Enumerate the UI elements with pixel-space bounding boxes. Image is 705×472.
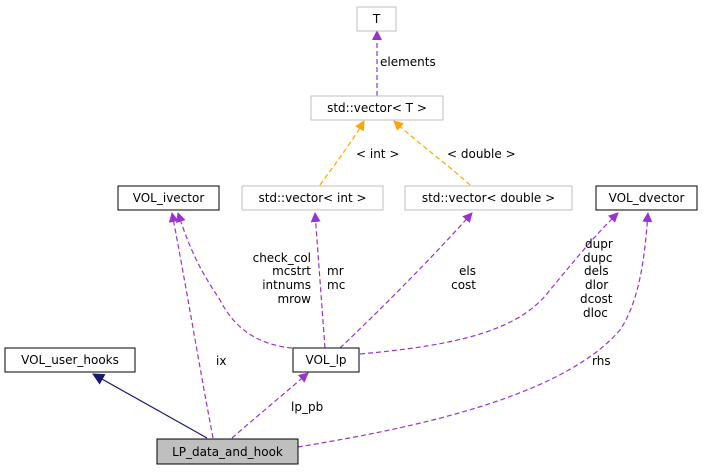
edge-template-int bbox=[319, 120, 365, 186]
edge-lp-ivector bbox=[176, 212, 293, 349]
edge-lp-vector-double bbox=[339, 212, 473, 349]
edge-ix bbox=[168, 212, 214, 439]
label-int: < int > bbox=[356, 147, 399, 161]
node-std-vector-double[interactable]: std::vector< double > bbox=[404, 185, 573, 211]
label-mc: mc bbox=[327, 278, 345, 292]
label-dupc: dupc bbox=[583, 251, 612, 265]
node-vol-dvector-label: VOL_dvector bbox=[609, 191, 685, 205]
node-std-vector-int[interactable]: std::vector< int > bbox=[241, 185, 384, 211]
edge-lp-dvector bbox=[359, 212, 619, 355]
node-vol-user-hooks-label: VOL_user_hooks bbox=[21, 353, 119, 367]
label-elements: elements bbox=[380, 55, 436, 69]
node-t-label: T bbox=[372, 12, 381, 26]
node-std-vector-t[interactable]: std::vector< T > bbox=[310, 95, 444, 121]
node-std-vector-double-label: std::vector< double > bbox=[422, 191, 555, 205]
label-mrow: mrow bbox=[277, 292, 311, 306]
node-vol-user-hooks[interactable]: VOL_user_hooks bbox=[4, 347, 136, 373]
label-double: < double > bbox=[447, 147, 516, 161]
label-check-col: check_col bbox=[253, 251, 311, 265]
label-cost: cost bbox=[451, 278, 476, 292]
label-dels: dels bbox=[584, 264, 609, 278]
node-std-vector-int-label: std::vector< int > bbox=[258, 191, 366, 205]
label-dupr: dupr bbox=[585, 237, 613, 251]
node-vol-lp[interactable]: VOL_lp bbox=[292, 347, 360, 373]
label-intnums: intnums bbox=[262, 278, 311, 292]
node-vol-ivector-label: VOL_ivector bbox=[133, 191, 205, 205]
label-mr: mr bbox=[327, 264, 344, 278]
edge-inheritance bbox=[92, 373, 208, 439]
edges bbox=[92, 30, 653, 448]
edge-labels: elements < int > < double > check_col mc… bbox=[216, 55, 613, 414]
node-lp-data-and-hook-label: LP_data_and_hook bbox=[172, 445, 283, 459]
label-mcstrt: mcstrt bbox=[272, 264, 311, 278]
node-t[interactable]: T bbox=[356, 6, 397, 32]
node-std-vector-t-label: std::vector< T > bbox=[327, 101, 427, 115]
edge-template-double bbox=[393, 120, 471, 186]
label-ix: ix bbox=[216, 354, 226, 368]
edge-lp-pb bbox=[231, 372, 309, 439]
edge-lp-vector-int bbox=[310, 212, 326, 349]
label-dloc: dloc bbox=[583, 306, 608, 320]
node-vol-dvector[interactable]: VOL_dvector bbox=[595, 185, 698, 211]
label-lp-pb: lp_pb bbox=[291, 400, 323, 414]
node-vol-lp-label: VOL_lp bbox=[305, 353, 346, 367]
label-dlor: dlor bbox=[585, 278, 608, 292]
label-rhs: rhs bbox=[592, 354, 611, 368]
label-els: els bbox=[459, 264, 476, 278]
node-vol-ivector[interactable]: VOL_ivector bbox=[117, 185, 220, 211]
node-lp-data-and-hook[interactable]: LP_data_and_hook bbox=[156, 438, 299, 465]
label-dcost: dcost bbox=[580, 292, 613, 306]
edge-rhs bbox=[297, 212, 653, 448]
